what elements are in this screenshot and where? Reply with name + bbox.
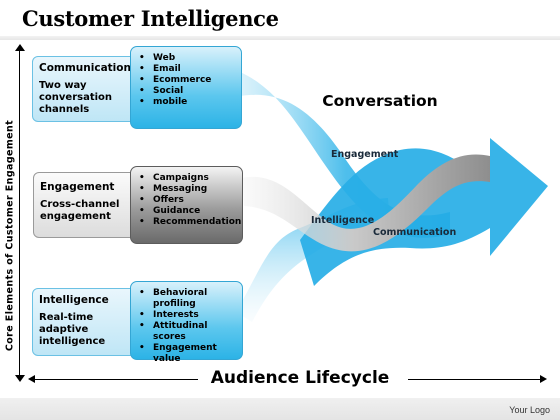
- list-item: Engagement value: [139, 343, 234, 365]
- horizontal-axis-arrow-right-icon: [540, 375, 547, 383]
- list-item: Ecommerce: [139, 75, 233, 86]
- category-box-communication: Communication Two way conversation chann…: [32, 56, 136, 122]
- category-subtitle: Real-time adaptive intelligence: [39, 312, 106, 347]
- list-item: Web: [139, 53, 233, 64]
- category-subtitle: Two way conversation channels: [39, 80, 113, 115]
- list-item: Guidance: [139, 206, 234, 217]
- horizontal-axis-line-left: [34, 379, 198, 380]
- list-item: Email: [139, 64, 233, 75]
- engagement-gray-ribbon: [242, 154, 490, 252]
- category-title: Communication: [39, 62, 131, 74]
- vertical-axis-line: [19, 48, 20, 378]
- vertical-axis-arrow-up-icon: [15, 44, 25, 51]
- list-item: Messaging: [139, 184, 234, 195]
- vertical-axis-arrow-down-icon: [15, 375, 25, 382]
- communication-ribbon: [240, 72, 450, 238]
- flow-label-engagement: Engagement: [331, 149, 399, 160]
- horizontal-axis-arrow-left-icon: [28, 375, 35, 383]
- page-title: Customer Intelligence: [22, 6, 279, 31]
- horizontal-axis-label: Audience Lifecycle: [210, 368, 390, 388]
- item-list-box-intelligence: Behavioral profiling Interests Attitudin…: [130, 281, 243, 364]
- title-divider: [0, 36, 560, 40]
- list-item: Interests: [139, 310, 234, 321]
- list-item: Recommendation: [139, 217, 241, 228]
- category-title: Intelligence: [39, 294, 109, 306]
- category-title: Engagement: [40, 181, 115, 193]
- item-list-box-engagement: Campaigns Messaging Offers Guidance Reco…: [130, 166, 243, 244]
- list-item: mobile: [139, 97, 233, 108]
- list-item: Attitudinal scores: [139, 321, 234, 343]
- category-box-intelligence: Intelligence Real-time adaptive intellig…: [32, 288, 136, 356]
- flow-label-communication: Communication: [373, 227, 457, 238]
- list-item: Campaigns: [139, 173, 234, 184]
- flow-label-intelligence: Intelligence: [311, 215, 375, 226]
- list-item: Offers: [139, 195, 234, 206]
- item-list-box-communication: Web Email Ecommerce Social mobile: [130, 46, 242, 129]
- category-subtitle: Cross-channel engagement: [40, 199, 120, 222]
- category-box-engagement: Engagement Cross-channel engagement: [33, 172, 136, 238]
- horizontal-axis-line-right: [408, 379, 542, 380]
- list-item: Behavioral profiling: [139, 288, 234, 310]
- conversation-label: Conversation: [322, 92, 438, 110]
- vertical-axis-label: Core Elements of Customer Engagement: [4, 119, 16, 352]
- logo-placeholder: Your Logo: [509, 405, 550, 415]
- footer-band: [0, 398, 560, 420]
- list-item: Social: [139, 86, 233, 97]
